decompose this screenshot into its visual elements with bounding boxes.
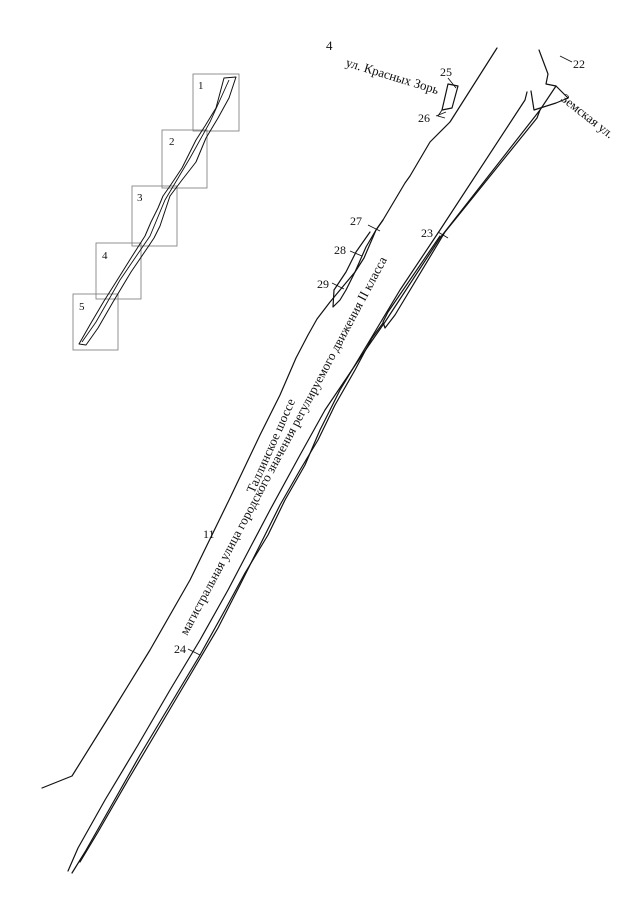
callout-22: 22 <box>573 57 585 71</box>
callout-23: 23 <box>421 226 433 240</box>
callout-24: 24 <box>174 642 186 656</box>
index-frame-2[interactable] <box>161 129 208 189</box>
callout-29: 29 <box>317 277 329 291</box>
index-frame-label-4: 4 <box>102 250 108 262</box>
tick-24 <box>187 648 201 656</box>
index-road-outline <box>78 76 237 346</box>
callout-28: 28 <box>334 243 346 257</box>
tick-28 <box>349 250 363 257</box>
sheet-number: 4 <box>326 38 333 53</box>
index-frame-1[interactable] <box>192 73 240 132</box>
callout-11: 11 <box>203 527 215 541</box>
tick-23 <box>437 231 449 239</box>
street-tallinskoe-class: магистральная улица городского значения … <box>176 254 390 638</box>
road-network <box>41 47 569 874</box>
side-strip-23 <box>382 109 541 329</box>
road-median-line <box>79 322 384 863</box>
index-frame-label-5: 5 <box>79 301 85 313</box>
tick-22 <box>559 55 573 63</box>
road-right-boundary <box>67 85 557 872</box>
index-frame-label-3: 3 <box>137 192 143 204</box>
index-frame-3[interactable] <box>131 185 178 247</box>
tick-26 <box>435 111 447 117</box>
index-road-centerline <box>81 79 230 343</box>
callout-27: 27 <box>350 214 362 228</box>
road-left-boundary <box>41 47 498 789</box>
callout-25: 25 <box>440 65 452 79</box>
street-zemskaya: Земская ул. <box>558 91 617 142</box>
callout-ticks <box>187 55 573 656</box>
index-frame-label-2: 2 <box>169 136 175 148</box>
street-krasnykh-zor: ул. Красных Зорь <box>344 55 441 98</box>
krasnykh-zor-junction <box>441 83 459 111</box>
callout-26: 26 <box>418 111 430 125</box>
index-frame-label-1: 1 <box>198 80 204 92</box>
index-panel: 1 2 3 4 5 <box>72 73 240 351</box>
tick-27 <box>367 224 381 232</box>
tick-29 <box>331 282 345 290</box>
index-frame-4[interactable] <box>95 242 142 300</box>
tick-25 <box>447 77 457 89</box>
zemskaya-junction <box>530 49 569 111</box>
index-frame-5[interactable] <box>72 293 119 351</box>
road-inner-line-a <box>71 91 528 874</box>
krasnykh-zor-stub <box>437 109 446 119</box>
side-strip-27-29 <box>332 219 384 308</box>
